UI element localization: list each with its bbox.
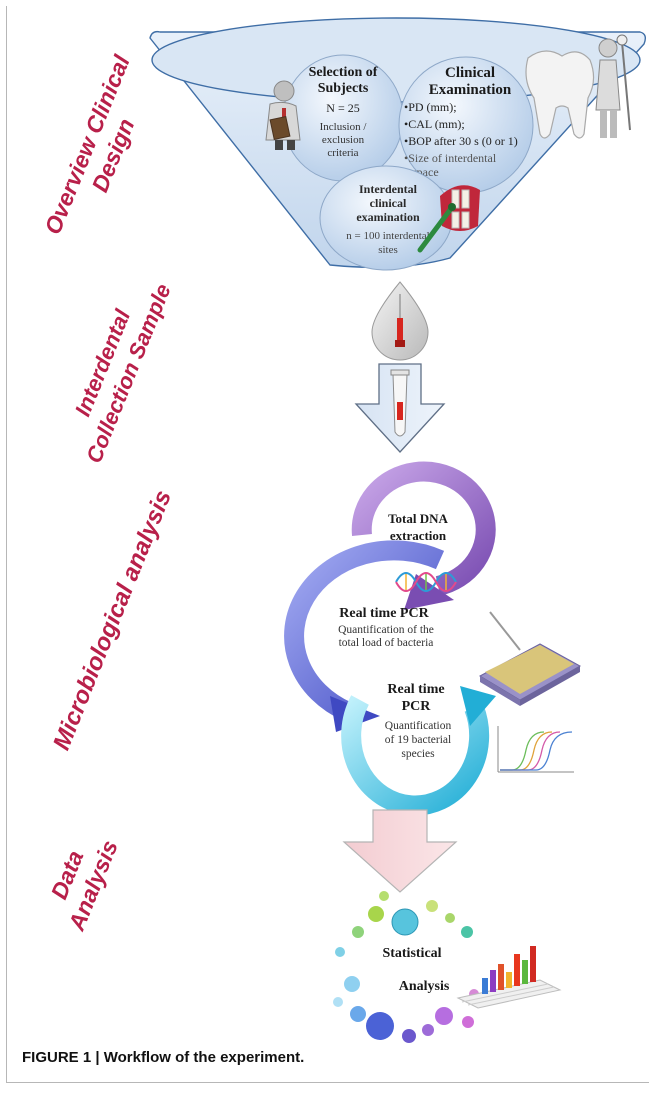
pcr2-desc-line: Quantification — [385, 720, 452, 732]
bar-chart-icon — [456, 946, 562, 1009]
dna-extraction-ring: Total DNA extraction — [351, 461, 496, 610]
pcr2-desc-line: of 19 bacterial — [385, 734, 451, 746]
clinical-item: •BOP after 30 s (0 or 1) — [404, 134, 518, 148]
figure-caption: FIGURE 1 | Workflow of the experiment. — [22, 1049, 305, 1066]
interdental-title-line: Interdental — [359, 182, 418, 196]
selection-criteria-line: criteria — [327, 147, 358, 159]
selection-criteria-line: Inclusion / — [320, 121, 368, 133]
doctor-icon — [265, 80, 301, 150]
clinical-item: •PD (mm); — [404, 100, 457, 114]
dna-helix-icon — [395, 572, 457, 592]
tooth-icon — [525, 34, 631, 139]
selection-n: N = 25 — [326, 101, 359, 115]
pcr-plate-icon — [478, 611, 582, 706]
statistical-analysis-cluster: Statistical Analysis — [333, 891, 479, 1043]
selection-title-line: Selection of — [309, 65, 378, 80]
selection-bubble: Selection of Subjects N = 25 Inclusion /… — [282, 54, 404, 182]
selection-title-line: Subjects — [318, 81, 369, 96]
pcr2-desc-line: species — [401, 748, 435, 760]
stats-title-line: Analysis — [399, 979, 450, 994]
collection-drop — [371, 281, 429, 361]
pcr2-title-line: Real time — [387, 682, 444, 697]
dna-title-line: extraction — [390, 528, 447, 543]
clinical-title-line: Examination — [429, 82, 512, 98]
pcr-species-ring: Real time PCR Quantification of 19 bacte… — [341, 682, 496, 816]
section-label-micro: Microbiological analysis — [48, 487, 177, 754]
clinical-item: •Size of interdental — [404, 151, 497, 165]
interdental-bubble: Interdental clinical examination n = 100… — [319, 165, 453, 271]
figure-frame — [6, 6, 649, 1083]
pcr2-title-line: PCR — [402, 699, 432, 714]
selection-criteria-line: exclusion — [322, 134, 365, 146]
interdental-n-line: n = 100 interdental — [346, 230, 430, 242]
interdental-n-line: sites — [378, 244, 398, 256]
interdental-brush-icon — [417, 185, 480, 253]
section-label-line: Microbiological analysis — [48, 487, 177, 754]
pcr1-title: Real time PCR — [339, 606, 429, 621]
amplification-curves-icon — [497, 726, 574, 773]
interdental-title-line: clinical — [370, 196, 407, 210]
pcr-total-ring: Real time PCR Quantification of the tota… — [284, 540, 445, 732]
clinical-item: •CAL (mm); — [404, 117, 465, 131]
pcr1-desc-line: Quantification of the — [338, 624, 434, 636]
pcr1-desc-line: total load of bacteria — [339, 637, 434, 649]
interdental-title-line: examination — [356, 210, 420, 224]
section-label-collection: Interdental Collection Sample — [70, 280, 176, 466]
arrow-down-tube — [354, 363, 446, 453]
section-label-overview: Overview Clinical Design — [39, 51, 139, 238]
section-label-data: Data Analysis — [46, 837, 123, 935]
arrow-down-pink — [342, 809, 458, 893]
stats-title-line: Statistical — [382, 946, 441, 961]
dna-title-line: Total DNA — [388, 511, 448, 526]
clinical-bubble: Clinical Examination •PD (mm); •CAL (mm)… — [398, 56, 534, 194]
clinical-title-line: Clinical — [445, 65, 495, 81]
